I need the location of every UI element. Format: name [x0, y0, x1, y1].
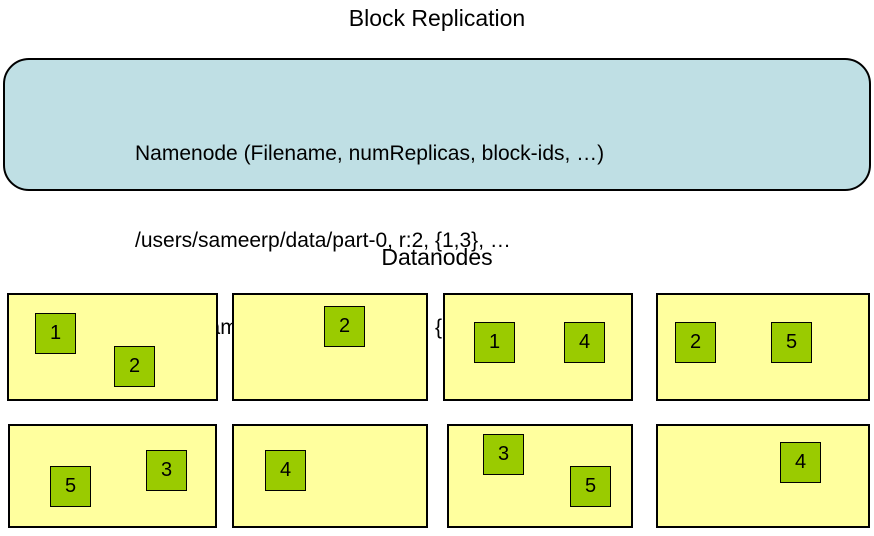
- block-replica: 1: [35, 313, 76, 354]
- block-replica: 2: [324, 306, 365, 347]
- datanode-box-5: 5 3: [8, 424, 217, 528]
- diagram-title: Block Replication: [348, 5, 526, 31]
- block-replica: 1: [474, 322, 515, 363]
- block-replica: 4: [780, 442, 821, 483]
- block-replica: 2: [675, 322, 716, 363]
- namenode-line-signature: Namenode (Filename, numReplicas, block-i…: [135, 142, 605, 165]
- block-replica: 4: [564, 322, 605, 363]
- datanode-box-8: 4: [656, 424, 870, 528]
- datanode-box-6: 4: [232, 424, 428, 528]
- block-replica: 3: [146, 450, 187, 491]
- block-replica: 3: [483, 434, 524, 475]
- datanode-box-1: 1 2: [7, 293, 218, 401]
- datanode-box-4: 2 5: [656, 293, 870, 401]
- datanode-box-2: 2: [232, 293, 428, 401]
- datanode-box-3: 1 4: [443, 293, 633, 401]
- block-replica: 2: [114, 346, 155, 387]
- block-replica: 5: [50, 466, 91, 507]
- namenode-box: Namenode (Filename, numReplicas, block-i…: [3, 58, 871, 339]
- block-replica: 5: [771, 322, 812, 363]
- datanodes-label: Datanodes: [381, 244, 493, 270]
- datanode-box-7: 3 5: [447, 424, 633, 528]
- block-replica: 5: [570, 466, 611, 507]
- block-replica: 4: [265, 450, 306, 491]
- namenode-line-part0: /users/sameerp/data/part-0, r:2, {1,3}, …: [135, 229, 511, 252]
